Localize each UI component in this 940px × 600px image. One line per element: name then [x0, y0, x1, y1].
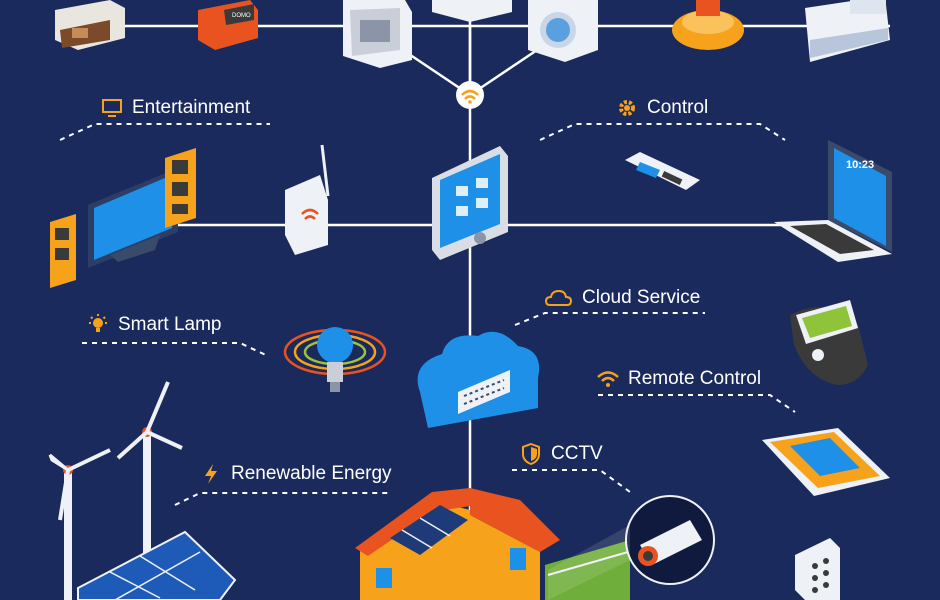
toaster-icon: DOMO: [198, 0, 258, 50]
control-tablet-icon: [432, 146, 508, 260]
entertainment-label: Entertainment: [100, 96, 250, 120]
laptop-icon: 10:23: [774, 140, 892, 262]
control-text: Control: [647, 97, 709, 118]
remote-control-label: Remote Control: [596, 367, 761, 391]
cctv-camera-icon: [548, 495, 715, 600]
smart-lamp-icon: [283, 327, 387, 392]
oven-icon: [343, 0, 412, 68]
fridge-icon: [432, 0, 512, 22]
shield-icon: [519, 442, 543, 466]
monitor-icon: [100, 96, 124, 120]
cloud-icon: [544, 286, 574, 310]
cloud-service-text: Cloud Service: [582, 287, 701, 308]
entertainment-text: Entertainment: [132, 97, 251, 118]
remote-control-text: Remote Control: [628, 368, 762, 389]
gear-icon: [615, 96, 639, 120]
house-icon: [355, 488, 630, 600]
control-label: Control: [615, 96, 708, 120]
dashed-callouts: [59, 123, 796, 506]
solar-panels-icon: [77, 530, 237, 600]
tv-system-icon: [50, 148, 196, 288]
cctv-text: CCTV: [551, 443, 603, 464]
cctv-label: CCTV: [519, 442, 603, 466]
robot-vacuum-icon: [672, 0, 744, 50]
renewable-energy-label: Renewable Energy: [199, 462, 392, 486]
cloud-service-label: Cloud Service: [544, 286, 700, 310]
wifi-hub-icon: [456, 81, 484, 109]
router-icon: [285, 144, 330, 255]
air-conditioner-icon: [805, 0, 890, 62]
security-keypad-icon: [795, 538, 840, 600]
remote-control-device-icon: [625, 152, 700, 190]
toaster-display: DOMO: [232, 13, 251, 19]
lightning-icon: [199, 462, 223, 486]
laptop-clock: 10:23: [846, 159, 874, 171]
lightbulb-icon: [86, 313, 110, 337]
smart-lamp-text: Smart Lamp: [118, 314, 222, 335]
washing-machine-icon: [528, 0, 598, 62]
smartwatch-icon: [790, 300, 868, 385]
smart-lamp-label: Smart Lamp: [86, 313, 221, 337]
smartphone-icon: [762, 428, 890, 496]
cloud-server-icon: [417, 331, 540, 428]
coffee-machine-icon: [55, 0, 125, 50]
renewable-energy-text: Renewable Energy: [231, 463, 392, 484]
wifi-icon: [596, 367, 620, 391]
wind-turbines-icon: [48, 381, 183, 600]
